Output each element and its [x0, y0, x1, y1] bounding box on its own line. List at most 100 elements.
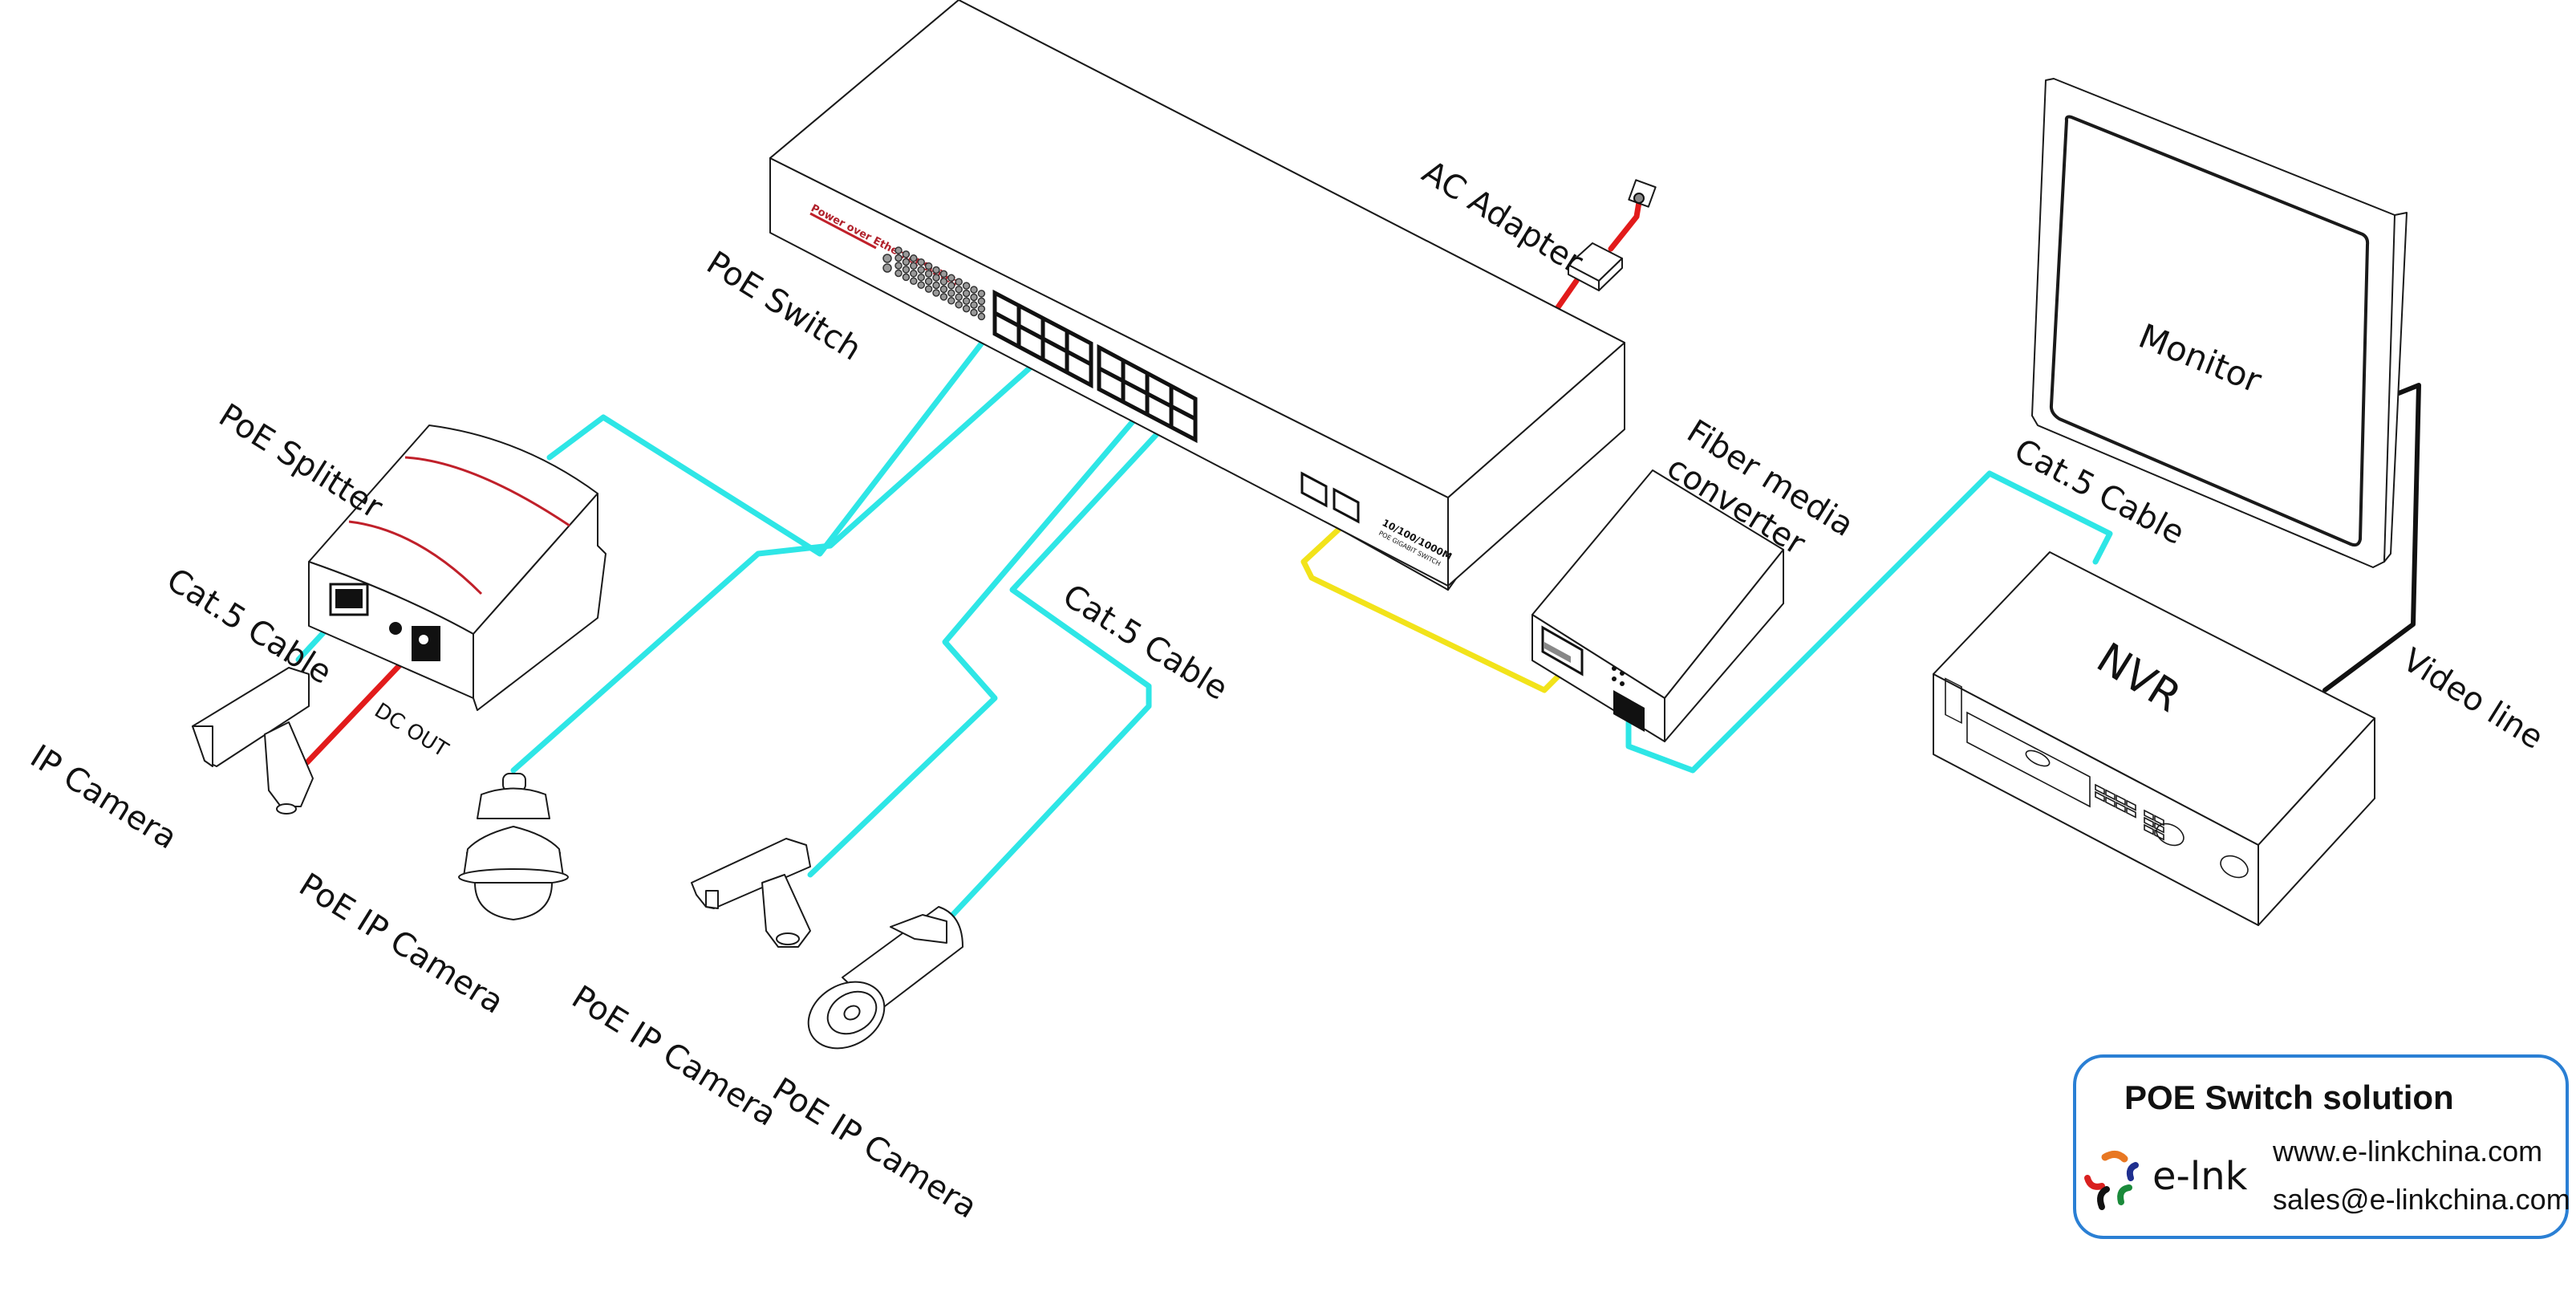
branding-email[interactable]: sales@e-linkchina.com: [2273, 1183, 2570, 1216]
ac-adapter: [1568, 179, 1657, 291]
ip-camera: [192, 667, 314, 815]
switch-led: [977, 290, 986, 298]
switch-led: [970, 308, 978, 317]
nvr-side: [2258, 717, 2375, 926]
nvr-button: [2105, 789, 2116, 801]
switch-led: [939, 285, 948, 294]
switch-status-led: [882, 254, 892, 263]
switch-rj45-ports[interactable]: [992, 289, 1198, 444]
switch-status-led: [882, 263, 892, 273]
switch-led: [902, 266, 911, 274]
poe-ip-camera-box-label: PoE IP Camera: [566, 978, 783, 1133]
switch-led: [977, 297, 986, 306]
poe-splitter: [308, 425, 606, 711]
cat5-cable-splitter: [546, 318, 1002, 557]
switch-led: [970, 301, 978, 309]
nvr-button: [2095, 783, 2105, 795]
converter-rj45-port: [1613, 690, 1645, 732]
switch-led: [910, 254, 918, 262]
logo-arc-blue: [2126, 1162, 2139, 1181]
nvr-button: [2095, 790, 2105, 802]
branding-website[interactable]: www.e-linkchina.com: [2273, 1135, 2543, 1168]
splitter-side: [473, 493, 606, 711]
poe-splitter-label: PoE Splitter: [213, 396, 389, 526]
nvr-button: [2126, 806, 2136, 819]
branding-box: POE Switch solution e-lnk www.e-linkchin…: [2073, 1054, 2570, 1239]
nvr-button: [2116, 794, 2126, 806]
branding-title: POE Switch solution: [2124, 1079, 2454, 1116]
switch-led: [910, 262, 918, 270]
monitor: Monitor: [2031, 78, 2408, 568]
switch-led: [955, 278, 963, 286]
switch-led: [902, 258, 911, 266]
cat5-cable-bullet-camera: [919, 398, 1191, 950]
switch-led: [947, 282, 955, 290]
switch-led: [895, 246, 903, 254]
nvr-button: [2144, 823, 2154, 835]
branding-company: e-lnk: [2152, 1154, 2248, 1199]
switch-led: [962, 289, 971, 298]
switch-led: [895, 269, 903, 278]
switch-led: [902, 273, 911, 282]
switch-led: [924, 262, 933, 270]
switch-led: [955, 293, 963, 301]
switch-led: [924, 285, 933, 293]
switch-led: [932, 281, 940, 290]
switch-led: [947, 274, 955, 282]
switch-led: [917, 258, 925, 266]
switch-led: [977, 305, 986, 313]
switch-led: [932, 289, 940, 297]
dc-out-label: DC OUT: [370, 698, 452, 762]
converter-side: [1664, 549, 1784, 742]
switch-led: [924, 270, 933, 278]
nvr-button: [2154, 815, 2164, 827]
nvr-button: [2105, 796, 2116, 808]
switch-led-grid: [882, 246, 986, 321]
switch-led: [955, 285, 963, 294]
switch-led: [910, 270, 918, 278]
switch-led: [910, 277, 918, 286]
switch-led: [970, 286, 978, 294]
nvr-buttons: [2095, 783, 2164, 841]
switch-led: [939, 270, 948, 278]
logo-arc-green: [2117, 1184, 2132, 1205]
switch-led: [947, 289, 955, 298]
switch-brand-underline: [809, 212, 877, 250]
poe-ip-camera-box: [691, 838, 811, 948]
logo-arc-black: [2097, 1186, 2110, 1210]
switch-top-face: [769, 0, 1625, 498]
switch-led: [895, 254, 903, 262]
nvr: NVR: [1933, 551, 2375, 926]
sfp-port-2[interactable]: [1333, 487, 1360, 524]
logo-arc-orange: [2101, 1151, 2128, 1163]
switch-led: [955, 300, 963, 309]
switch-led: [962, 304, 971, 313]
switch-led: [917, 281, 925, 289]
logo-arc-red: [2084, 1175, 2105, 1190]
nvr-button: [2154, 829, 2164, 841]
sfp-port-1[interactable]: [1300, 471, 1328, 508]
nvr-button: [2116, 801, 2126, 814]
poe-ip-camera-bullet-label: PoE IP Camera: [766, 1070, 984, 1225]
switch-led: [932, 266, 940, 274]
cat5-cable-box-camera: [807, 406, 1146, 878]
switch-led: [917, 266, 925, 274]
e-link-logo-icon: [2084, 1151, 2139, 1210]
poe-switch[interactable]: Power over Ethernet Switch 10/100/1000M …: [769, 0, 1625, 591]
ip-camera-label: IP Camera: [24, 737, 184, 856]
fiber-media-converter: [1531, 469, 1784, 742]
switch-led: [962, 297, 971, 305]
switch-led: [947, 297, 955, 305]
cat5-cable-dome-camera: [510, 346, 1054, 774]
video-line-cable: [2322, 383, 2421, 693]
ac-power-cable: [1555, 278, 1580, 311]
video-line-label: Video line: [2396, 641, 2550, 756]
nvr-button: [2154, 822, 2164, 834]
switch-led: [924, 277, 933, 286]
poe-ip-camera-dome: [458, 773, 569, 920]
poe-ip-camera-bullet: [807, 906, 963, 1050]
fiber-cable: [1300, 510, 1568, 693]
switch-led: [962, 282, 971, 290]
switch-led: [977, 312, 986, 321]
